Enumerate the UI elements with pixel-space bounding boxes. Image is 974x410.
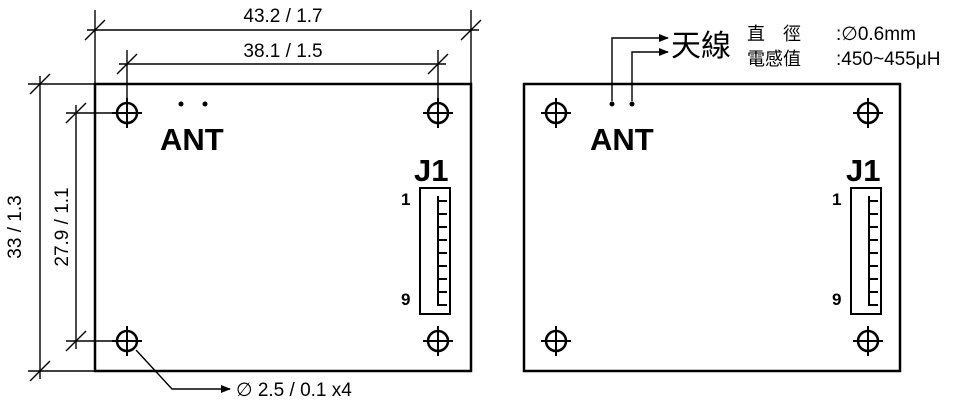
- left-pin-first: 1: [401, 190, 410, 209]
- mounting-hole-icon: [112, 98, 142, 128]
- left-board: ANT J1 1 9: [93, 82, 473, 373]
- antenna-pad: [609, 101, 615, 107]
- mounting-hole-icon: [541, 98, 571, 128]
- height-inner-label: 27.9 / 1.1: [52, 187, 73, 266]
- left-ant-label: ANT: [160, 122, 224, 157]
- right-pin-first: 1: [832, 190, 841, 209]
- connector-icon: [419, 187, 451, 315]
- antenna-pad: [202, 101, 208, 107]
- right-board-outline: [522, 82, 902, 373]
- mounting-hole-icon: [423, 326, 453, 356]
- left-pin-last: 9: [401, 290, 410, 309]
- mounting-hole-icon: [853, 326, 883, 356]
- antenna-pad: [178, 101, 184, 107]
- width-outer-label: 43.2 / 1.7: [243, 6, 322, 27]
- right-j1-label: J1: [846, 153, 880, 188]
- left-j1-label: J1: [414, 153, 448, 188]
- inductance-value: :450~455μH: [836, 49, 940, 70]
- mounting-hole-icon: [423, 98, 453, 128]
- mounting-hole-icon: [112, 326, 142, 356]
- hole-leader-line: [135, 349, 231, 393]
- connector-icon: [850, 187, 882, 315]
- right-board: ANT J1 1 9: [522, 82, 902, 373]
- diameter-value: :∅0.6mm: [836, 24, 916, 45]
- mounting-hole-icon: [541, 326, 571, 356]
- dimension-lines: [28, 10, 482, 382]
- hole-size-label: ∅ 2.5 / 0.1 x4: [236, 380, 352, 401]
- antenna-pad: [629, 101, 635, 107]
- diameter-label: 直 徑: [747, 24, 801, 45]
- height-outer-label: 33 / 1.3: [5, 195, 26, 258]
- inductance-label: 電感值: [747, 49, 801, 70]
- antenna-name-label: 天線: [671, 29, 731, 64]
- mounting-hole-icon: [853, 98, 883, 128]
- right-ant-label: ANT: [590, 122, 654, 157]
- right-pin-last: 9: [832, 290, 841, 309]
- left-board-outline: [93, 82, 473, 373]
- antenna-leader-lines: [611, 34, 669, 101]
- width-inner-label: 38.1 / 1.5: [243, 41, 322, 62]
